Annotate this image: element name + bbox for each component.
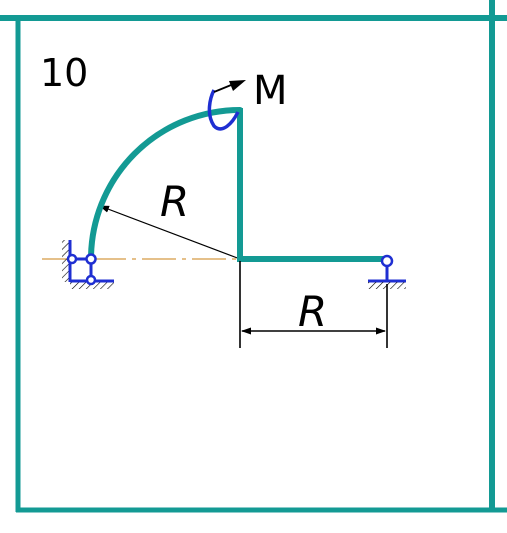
left-support-pin-wall [66, 253, 78, 265]
left-support-ground-hatch [70, 282, 114, 289]
left-support-wall-hatch [62, 240, 70, 282]
span-radius-label: R [298, 287, 327, 336]
arc-radius-line [99, 205, 241, 260]
beam [88, 107, 387, 262]
moment-load: M [207, 68, 288, 131]
beam-arc [88, 107, 243, 262]
left-support [62, 240, 114, 289]
left-support-pin-ground [85, 274, 97, 286]
problem-number: 10 [40, 51, 88, 95]
moment-label: M [253, 68, 288, 114]
left-support-pin-beam [85, 253, 97, 265]
moment-arrow-head [229, 80, 246, 91]
right-support-pin [380, 254, 394, 268]
arc-radius-label: R [160, 177, 189, 226]
drawing-frame [0, 0, 507, 513]
moment-arrow-curve [207, 89, 240, 131]
span-dimension: R [239, 261, 388, 348]
